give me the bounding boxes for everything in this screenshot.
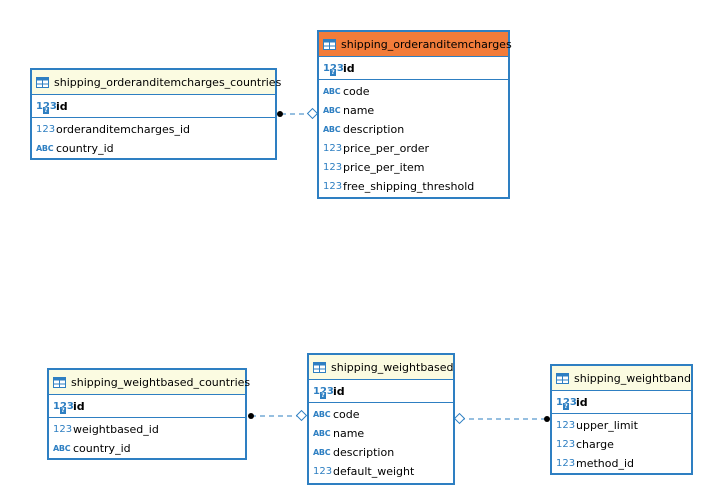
many-end-dot [544, 416, 550, 422]
table-shipping-orderanditemcharges-countries[interactable]: shipping_orderanditemcharges_countries 12… [30, 68, 281, 160]
column-name: code [333, 408, 360, 421]
one-end-diamond [306, 107, 319, 120]
number-type-icon: 123 [323, 162, 343, 173]
table-icon [323, 38, 336, 50]
table-icon [313, 361, 326, 373]
primary-key-row[interactable]: 123?id [319, 57, 508, 80]
column-name: upper_limit [576, 419, 638, 432]
column-name: free_shipping_threshold [343, 180, 475, 193]
many-end-dot [248, 413, 254, 419]
column-name: default_weight [333, 465, 415, 478]
one-end-diamond [453, 412, 466, 425]
column-name: weightbased_id [73, 423, 159, 436]
table-shipping-weightbased[interactable]: shipping_weightbased123?idABCcodeABCname… [307, 353, 455, 485]
column-name: country_id [56, 142, 114, 155]
table-shipping-orderanditemcharges[interactable]: shipping_orderanditemcharges123?idABCcod… [317, 30, 512, 199]
string-type-icon: ABC [323, 106, 341, 115]
string-type-icon: ABC [323, 87, 341, 96]
primary-key-row[interactable]: 123?id [309, 380, 453, 403]
column-name: description [333, 446, 395, 459]
table-shipping-weightband[interactable]: shipping_weightband123?id123upper_limit1… [550, 364, 693, 475]
column-name: country_id [73, 442, 131, 455]
primary-key-type-icon: 123? [313, 386, 334, 399]
number-type-icon: 123 [556, 420, 576, 431]
column-name: id [56, 99, 68, 113]
table-title: shipping_weightband [574, 371, 691, 385]
primary-key-row[interactable]: 123?id [49, 395, 245, 418]
string-type-icon: ABC [313, 448, 331, 457]
primary-key-type-icon: 123? [323, 63, 344, 76]
number-type-icon: 123 [556, 458, 576, 469]
table-header[interactable]: shipping_orderanditemcharges [319, 32, 512, 57]
number-type-icon: 123 [556, 439, 576, 450]
string-type-icon: ABC [53, 444, 71, 453]
string-type-icon: ABC [313, 429, 331, 438]
table-title: shipping_orderanditemcharges_countries [54, 75, 282, 89]
column-name: id [576, 395, 588, 409]
table-header[interactable]: shipping_weightbased_countries [49, 370, 250, 395]
column-name: name [343, 104, 375, 117]
table-icon [556, 372, 569, 384]
column-name: id [333, 384, 345, 398]
table-title: shipping_weightbased_countries [71, 375, 251, 389]
primary-key-type-icon: 123? [53, 401, 74, 414]
column-name: price_per_order [343, 142, 429, 155]
column-name: id [73, 399, 85, 413]
table-header[interactable]: shipping_weightband [552, 366, 691, 391]
column-name: id [343, 61, 355, 75]
table-icon [53, 376, 66, 388]
table-header[interactable]: shipping_orderanditemcharges_countries [32, 70, 281, 95]
column-name: name [333, 427, 365, 440]
many-end-dot [277, 111, 283, 117]
string-type-icon: ABC [36, 144, 54, 153]
table-icon [36, 76, 49, 88]
number-type-icon: 123 [36, 124, 56, 135]
column-name: charge [576, 438, 614, 451]
number-type-icon: 123 [323, 143, 343, 154]
table-header[interactable]: shipping_weightbased [309, 355, 454, 380]
column-name: method_id [576, 457, 635, 470]
number-type-icon: 123 [313, 466, 333, 477]
primary-key-row[interactable]: 123?id [32, 95, 275, 118]
primary-key-row[interactable]: 123?id [552, 391, 691, 414]
primary-key-type-icon: 123? [556, 397, 577, 410]
number-type-icon: 123 [53, 424, 73, 435]
string-type-icon: ABC [323, 125, 341, 134]
string-type-icon: ABC [313, 410, 331, 419]
table-title: shipping_weightbased [331, 360, 454, 374]
column-name: price_per_item [343, 161, 425, 174]
column-name: description [343, 123, 405, 136]
table-shipping-weightbased-countries[interactable]: shipping_weightbased_countries123?id123w… [47, 368, 250, 460]
one-end-diamond [295, 409, 308, 422]
column-name: orderanditemcharges_id [56, 123, 190, 136]
column-name: code [343, 85, 370, 98]
primary-key-type-icon: 123? [36, 101, 57, 114]
table-title: shipping_orderanditemcharges [341, 37, 512, 51]
number-type-icon: 123 [323, 181, 343, 192]
